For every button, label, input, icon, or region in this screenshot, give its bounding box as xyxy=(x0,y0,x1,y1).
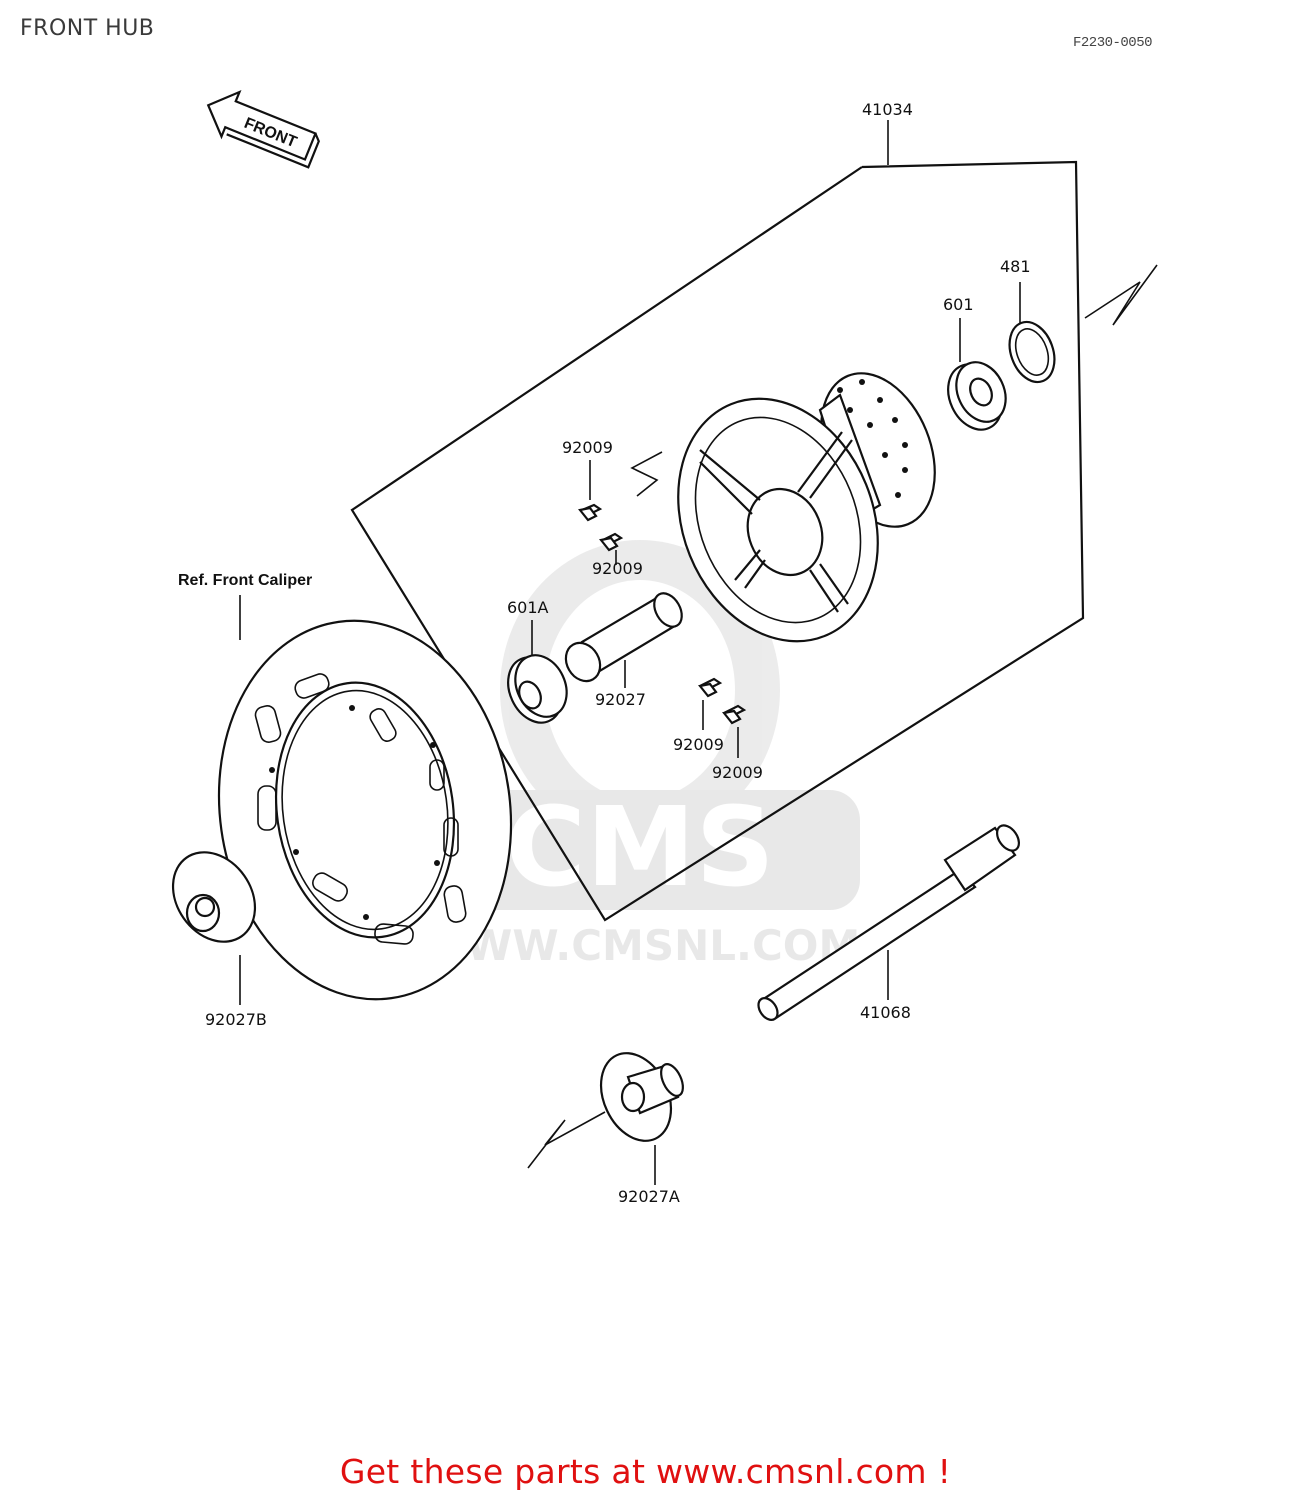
bearing-601A xyxy=(507,654,568,724)
brake-disc xyxy=(217,619,513,1001)
collar-92027A xyxy=(599,1052,684,1142)
exploded-parts-diagram: CMS WWW.CMSNL.COM FRONT 41034 481 601 xyxy=(171,89,1158,1206)
callout-481: 481 xyxy=(1000,257,1031,276)
assembly-bracket xyxy=(350,160,1085,922)
bolt-92009-2 xyxy=(599,532,624,552)
ref-front-caliper-label: Ref. Front Caliper xyxy=(178,572,312,589)
axis-arrow-upper xyxy=(1084,264,1158,326)
spacer-tube-92027 xyxy=(564,592,683,683)
callout-41068: 41068 xyxy=(860,1003,911,1022)
drawing-code: F2230-0050 xyxy=(1073,35,1153,51)
callout-92009-1: 92009 xyxy=(562,438,613,457)
axis-arrow-lower xyxy=(527,1111,606,1169)
shop-cta-text: Get these parts at www.cmsnl.com ! xyxy=(339,1452,952,1491)
collar-92027B xyxy=(171,851,257,943)
callout-41034: 41034 xyxy=(862,100,913,119)
callout-601A: 601A xyxy=(507,598,549,617)
hub-body xyxy=(677,372,936,643)
watermark-url: WWW.CMSNL.COM xyxy=(420,921,861,970)
watermark-brand: CMS xyxy=(505,783,774,911)
callout-92027A: 92027A xyxy=(618,1187,680,1206)
bolt-92009-1 xyxy=(578,503,603,522)
front-direction-arrow: FRONT xyxy=(206,89,320,169)
bearing-601 xyxy=(947,361,1007,431)
cms-watermark: CMS WWW.CMSNL.COM xyxy=(420,540,861,970)
page-title: FRONT HUB xyxy=(20,16,155,41)
bolt-92009-4 xyxy=(722,704,747,725)
bolt-92009-3 xyxy=(698,677,723,698)
callout-92027: 92027 xyxy=(595,690,646,709)
callout-92009-4: 92009 xyxy=(712,763,763,782)
axle-41068 xyxy=(757,824,1021,1021)
callout-601: 601 xyxy=(943,295,974,314)
callout-92009-3: 92009 xyxy=(673,735,724,754)
callout-92009-2: 92009 xyxy=(592,559,643,578)
callout-92027B: 92027B xyxy=(205,1010,267,1029)
circlip-481 xyxy=(1008,320,1056,384)
leader-hub-zigzag xyxy=(630,451,663,497)
